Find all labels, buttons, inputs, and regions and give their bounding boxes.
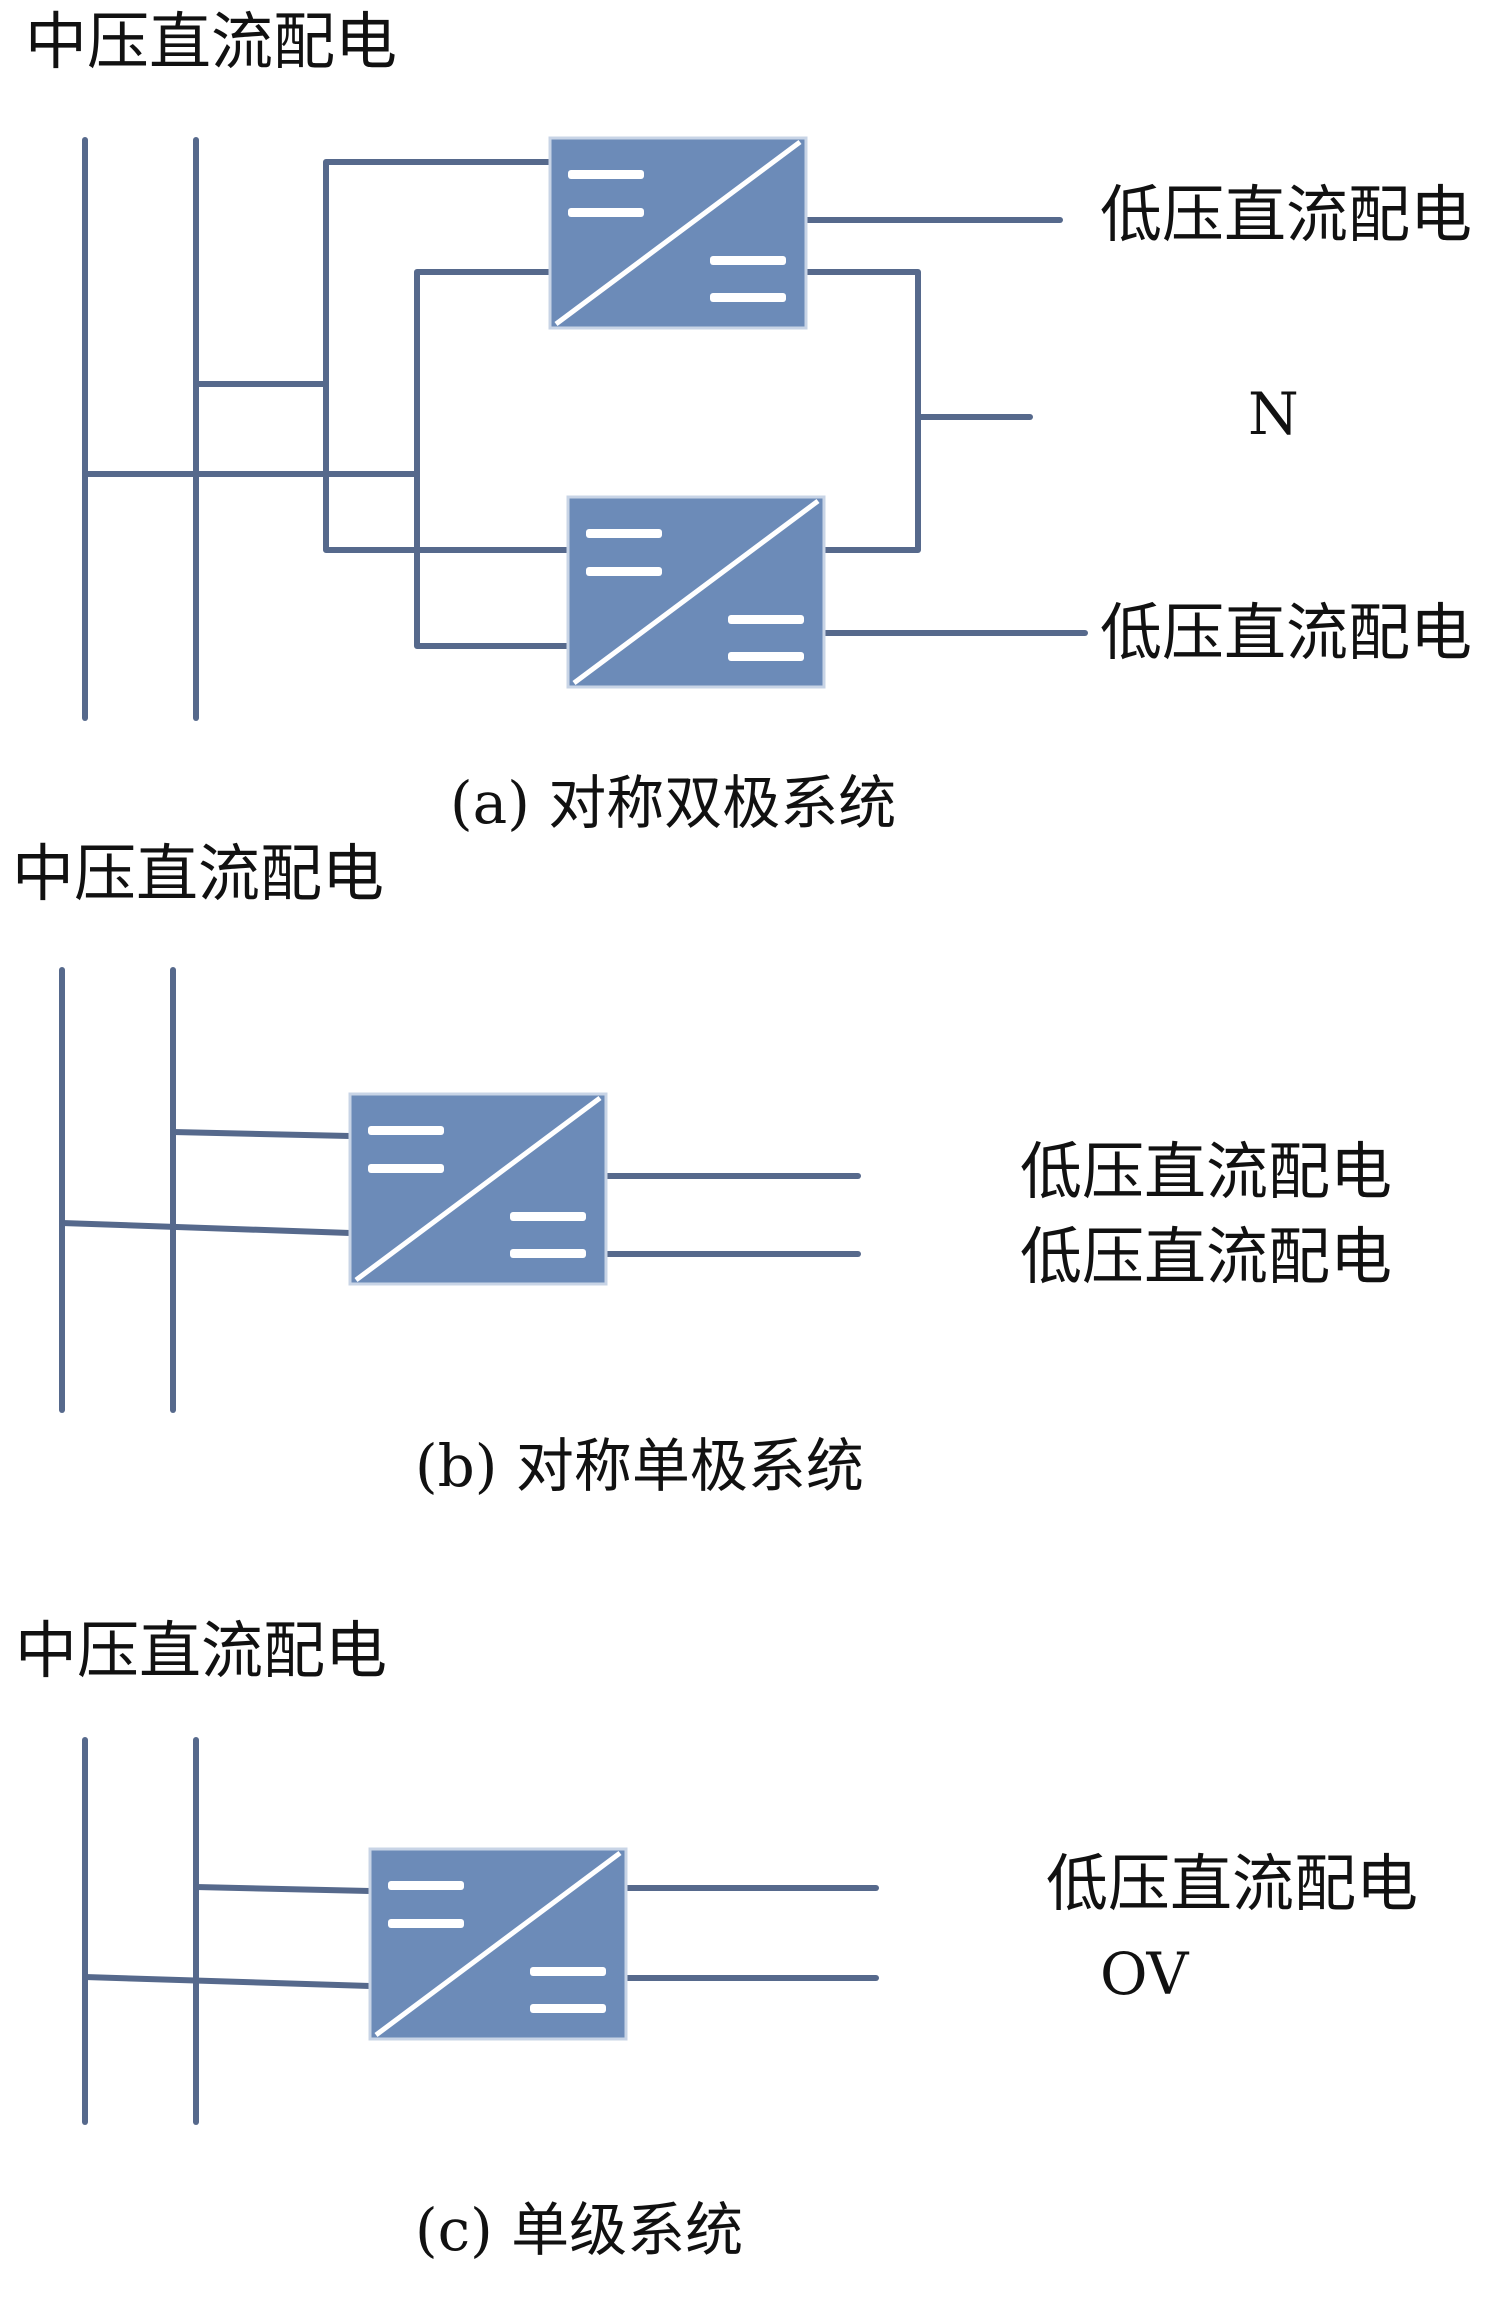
panel-b-out-label-2: 低压直流配电: [1020, 1220, 1392, 1293]
panel-b-converter: [350, 1094, 606, 1284]
panel-a-out-top-label: 低压直流配电: [1100, 178, 1472, 251]
panel-c-zero-label: OV: [1100, 1940, 1190, 2008]
panel-a-symmetric-bipolar: 中压直流配电 低压直流配电 N 低压直流配电 (a) 对称双极系统: [25, 5, 1472, 837]
panel-a-wire-bus1-lower: [414, 471, 571, 649]
panel-a-out-bottom-label: 低压直流配电: [1100, 596, 1472, 669]
panel-a-wire-bus2-lower: [323, 381, 571, 553]
panel-b-out-label-1: 低压直流配电: [1020, 1135, 1392, 1208]
panel-a-wire-bus1: [82, 269, 553, 477]
panel-b-wire-bus1: [59, 1220, 353, 1236]
panel-c-out-label: 低压直流配电: [1046, 1847, 1418, 1920]
panel-b-symmetric-monopolar: 中压直流配电 低压直流配电 低压直流配电 (b) 对称单极系统: [12, 837, 1392, 1500]
panel-c-wire-bus2: [193, 1884, 373, 1894]
panel-c-single-stage: 中压直流配电 低压直流配电 OV (c) 单级系统: [15, 1614, 1418, 2264]
panel-a-wire-bus2: [193, 159, 553, 387]
panel-b-caption: (b) 对称单极系统: [415, 1432, 864, 1500]
panel-b-wire-bus2: [170, 1129, 353, 1139]
panel-a-neutral-wire: [803, 269, 921, 553]
panel-c-mv-bus-label: 中压直流配电: [15, 1614, 387, 1687]
panel-c-wire-bus1: [82, 1974, 373, 1989]
panel-a-converter-bottom: [568, 497, 824, 687]
panel-c-caption: (c) 单级系统: [415, 2196, 743, 2264]
panel-a-wiring: [82, 137, 1088, 721]
panel-b-mv-bus-label: 中压直流配电: [12, 837, 384, 910]
panel-b-wiring: [59, 967, 861, 1413]
panel-c-wiring: [82, 1737, 879, 2125]
panel-a-caption: (a) 对称双极系统: [450, 769, 896, 837]
panel-a-neutral-label: N: [1248, 380, 1299, 448]
panel-a-converter-top: [550, 138, 806, 328]
panel-c-converter: [370, 1849, 626, 2039]
panel-a-mv-bus-label: 中压直流配电: [25, 5, 397, 78]
